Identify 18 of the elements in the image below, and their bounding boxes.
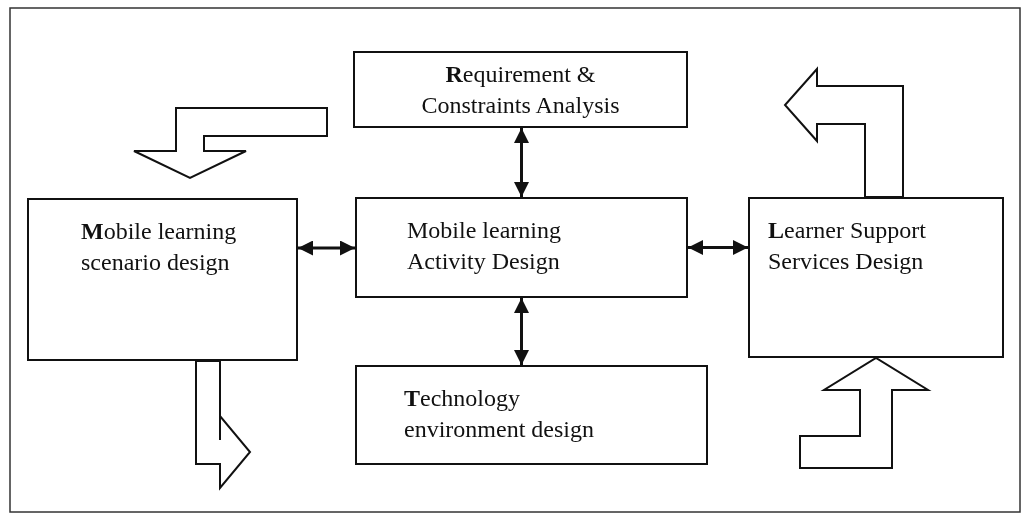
process-box	[27, 198, 298, 361]
box-label: Mobile learning Activity Design	[407, 216, 562, 276]
process-box	[355, 365, 708, 465]
double-arrow	[298, 240, 355, 256]
process-box	[353, 51, 688, 128]
box-label: Mobile learning scenario design	[81, 217, 238, 277]
process-box	[748, 197, 1004, 358]
block-arrow	[133, 107, 328, 180]
box-label: Learner Support Services Design	[768, 216, 927, 276]
box-label: Technology environment design	[404, 384, 595, 444]
block-arrow	[783, 66, 904, 198]
box-label: Requirement & Constraints Analysis	[420, 60, 621, 120]
process-box	[355, 197, 688, 298]
double-arrow	[514, 128, 529, 197]
double-arrow	[688, 240, 748, 255]
block-arrow	[195, 360, 252, 491]
block-arrow	[799, 356, 932, 469]
double-arrow	[514, 298, 529, 365]
